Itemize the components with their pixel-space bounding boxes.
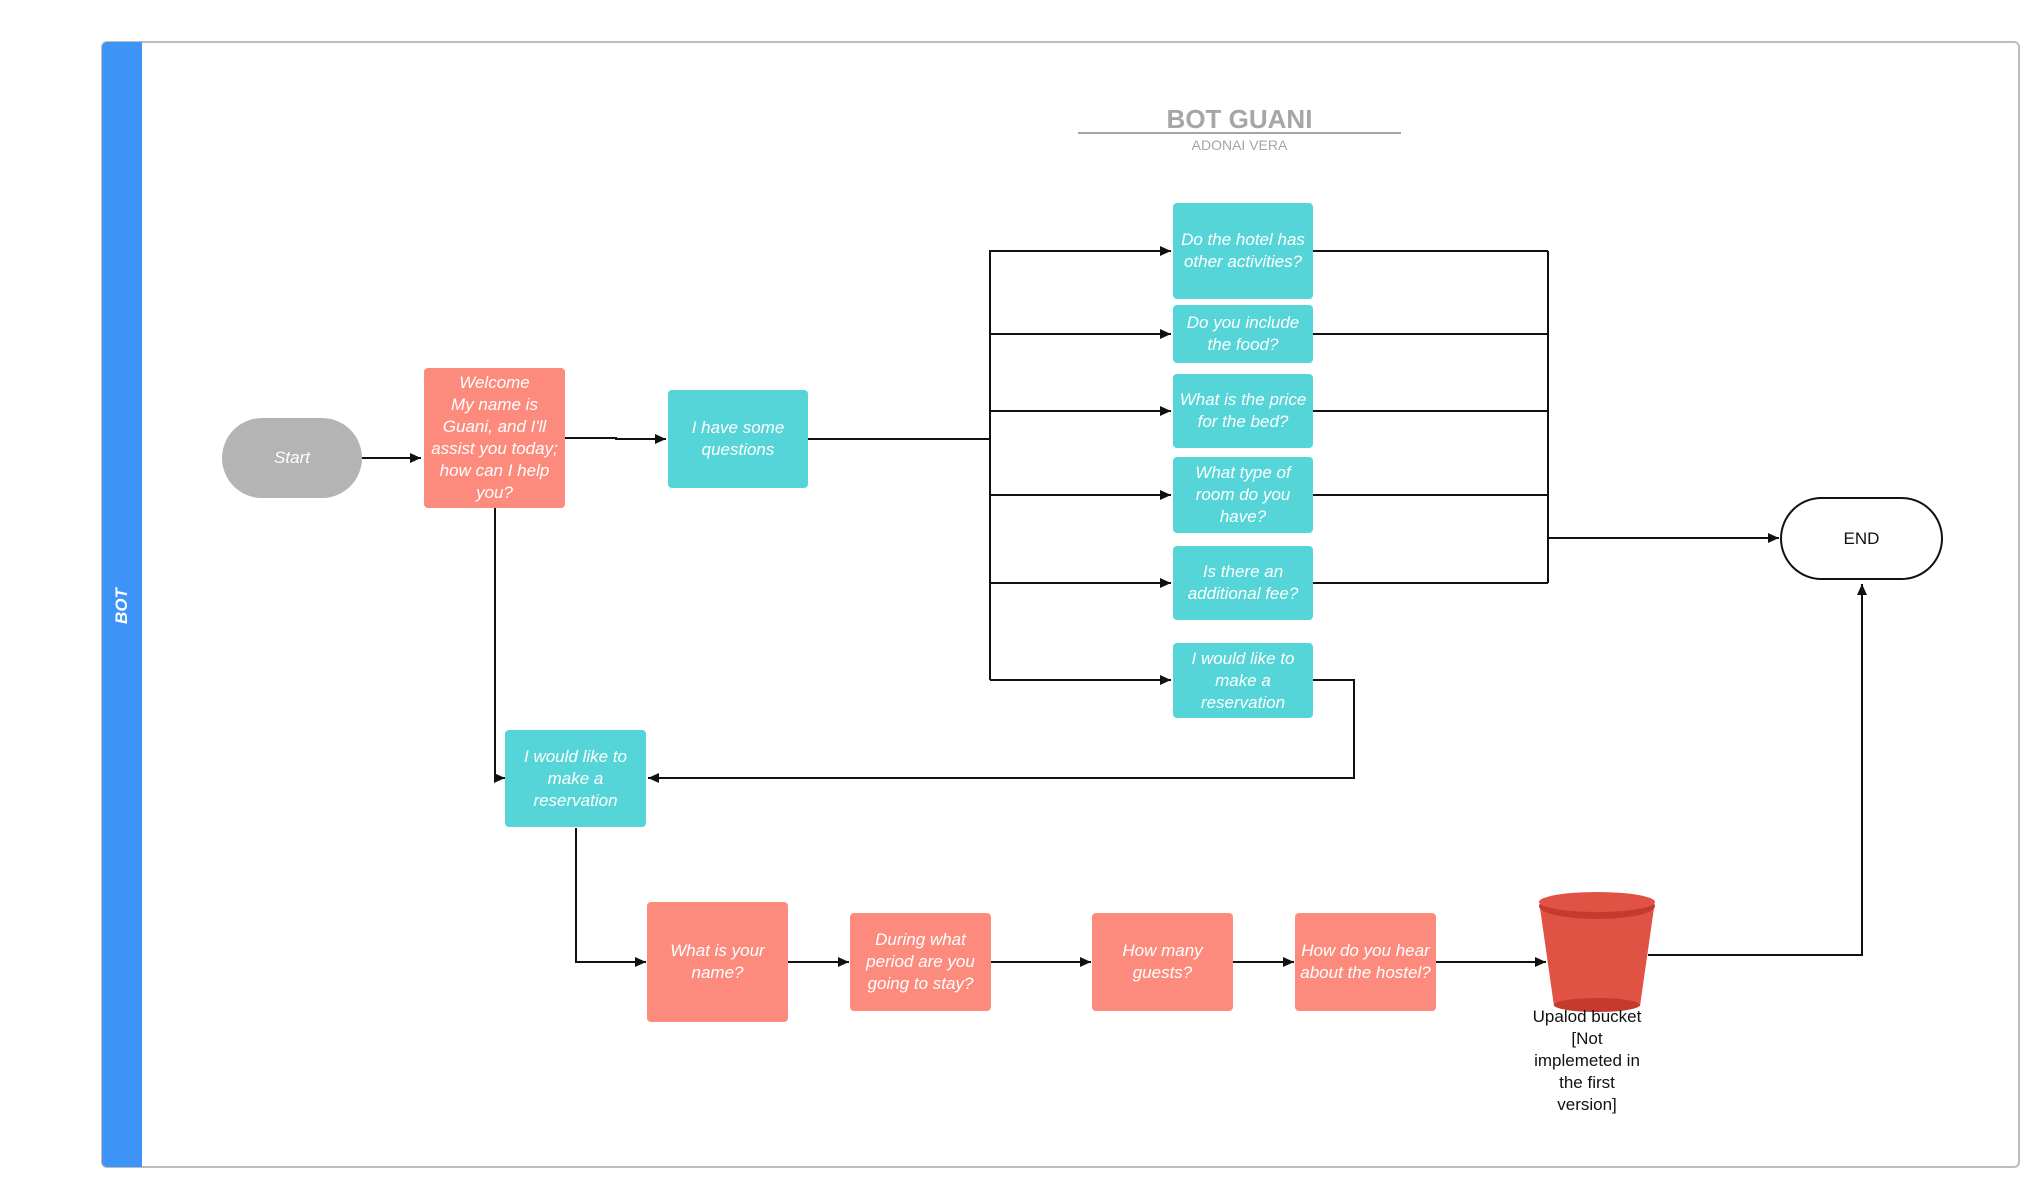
period-question-node[interactable]: During what period are you going to stay… xyxy=(850,913,991,1011)
diagram-title: BOT GUANI xyxy=(1166,104,1313,134)
connector-bucket-end xyxy=(1648,584,1867,956)
bucket-label-line: version] xyxy=(1557,1095,1617,1114)
bucket-label-line: the first xyxy=(1559,1073,1615,1092)
question-room-node[interactable]: What type of room do you have? xyxy=(1173,457,1313,533)
start-node[interactable]: Start xyxy=(222,418,362,498)
bucket-icon xyxy=(1539,892,1655,1012)
question-fee-node[interactable]: Is there an additional fee? xyxy=(1173,546,1313,620)
name-question-node[interactable]: What is your name? xyxy=(647,902,788,1022)
bucket-label-line: Upalod bucket xyxy=(1532,1007,1642,1026)
bucket-label-line: [Not xyxy=(1571,1029,1603,1048)
question-food-node[interactable]: Do you include the food? xyxy=(1173,305,1313,363)
question-price-node[interactable]: What is the price for the bed? xyxy=(1173,374,1313,448)
welcome-node[interactable]: Welcome My name is Guani, and I'll assis… xyxy=(424,368,565,508)
questions-node[interactable]: I have some questions xyxy=(668,390,808,488)
diagram-subtitle: ADONAI VERA xyxy=(1191,137,1288,153)
connector-welcome-questions xyxy=(565,434,666,444)
question-reservation-node[interactable]: I would like to make a reservation xyxy=(1173,643,1313,718)
connector-reservation-loop xyxy=(648,679,1355,783)
end-node[interactable]: END xyxy=(1780,497,1943,580)
bucket-label-line: implemeted in xyxy=(1534,1051,1640,1070)
guests-question-node[interactable]: How many guests? xyxy=(1092,913,1233,1011)
bucket-label: Upalod bucket [Not implemeted in the fir… xyxy=(1514,1006,1660,1116)
connector-reservation-name xyxy=(575,828,646,967)
swimlane-bar xyxy=(102,42,142,1167)
connector-welcome-reservation xyxy=(494,508,505,783)
question-activities-node[interactable]: Do the hotel has other activities? xyxy=(1173,203,1313,299)
reservation-node[interactable]: I would like to make a reservation xyxy=(505,730,646,827)
hear-question-node[interactable]: How do you hear about the hostel? xyxy=(1295,913,1436,1011)
title-underline xyxy=(1078,132,1401,134)
